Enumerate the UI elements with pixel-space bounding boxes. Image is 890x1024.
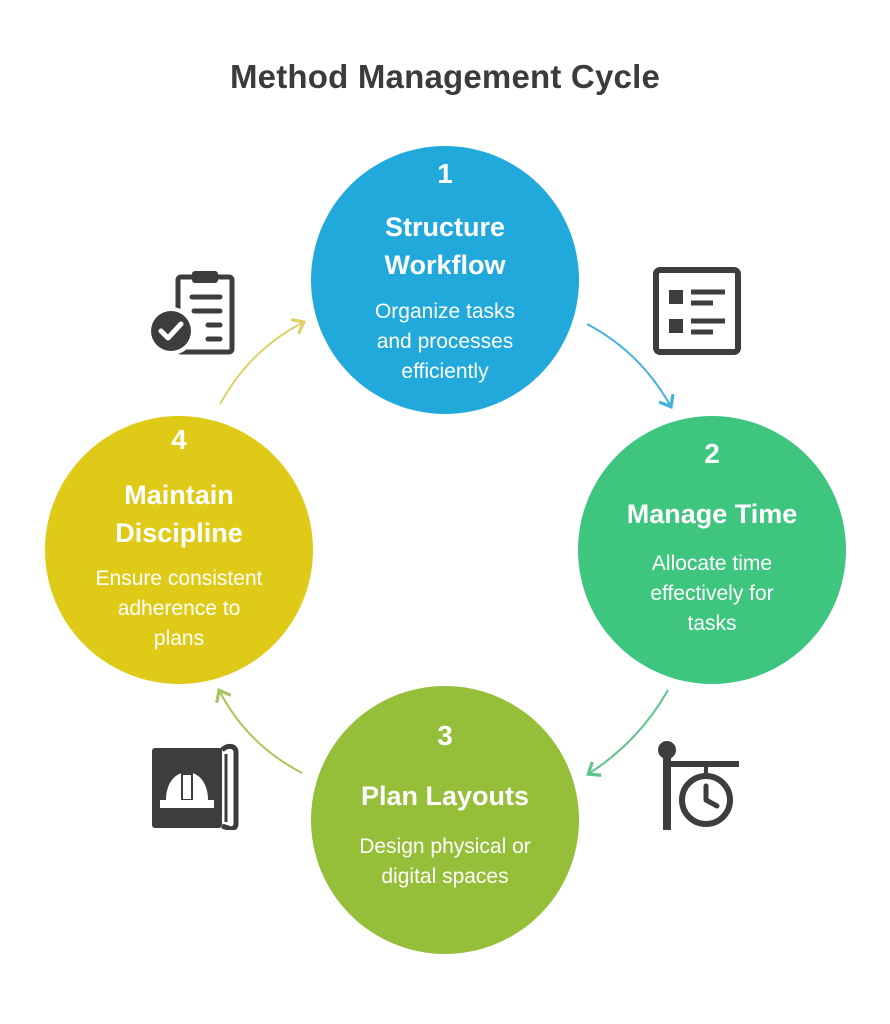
step-plan-layouts: 3 Plan Layouts Design physical or digita… — [311, 686, 579, 954]
step-number: 1 — [437, 158, 453, 189]
step-heading: Plan Layouts — [360, 781, 530, 811]
arrow-1-to-2 — [586, 323, 675, 409]
step-maintain-discipline: 4 Maintain Discipline Ensure consistent … — [45, 416, 313, 684]
blueprint-helmet-icon — [152, 743, 239, 830]
step-heading: Structure Workflow — [384, 212, 506, 280]
step-number: 3 — [437, 720, 453, 751]
clipboard-check-icon — [147, 271, 235, 355]
list-document-icon — [653, 267, 741, 355]
step-description: Design physical or digital spaces — [359, 835, 531, 888]
step-number: 2 — [704, 438, 720, 469]
step-heading: Manage Time — [626, 499, 798, 529]
arrow-2-to-3 — [586, 689, 669, 777]
step-manage-time: 2 Manage Time Allocate time effectively … — [578, 416, 846, 684]
arrow-4-to-1 — [219, 318, 307, 405]
step-structure-workflow: 1 Structure Workflow Organize tasks and … — [311, 146, 579, 414]
clock-sign-icon — [658, 741, 739, 830]
step-description: Organize tasks and processes efficiently — [374, 300, 516, 383]
arrow-3-to-4 — [215, 687, 303, 774]
diagram-title: Method Management Cycle — [229, 58, 660, 95]
step-description: Allocate time effectively for tasks — [650, 552, 774, 635]
step-heading: Maintain Discipline — [115, 480, 243, 548]
step-description: Ensure consistent adherence to plans — [95, 567, 263, 650]
step-number: 4 — [171, 424, 187, 455]
